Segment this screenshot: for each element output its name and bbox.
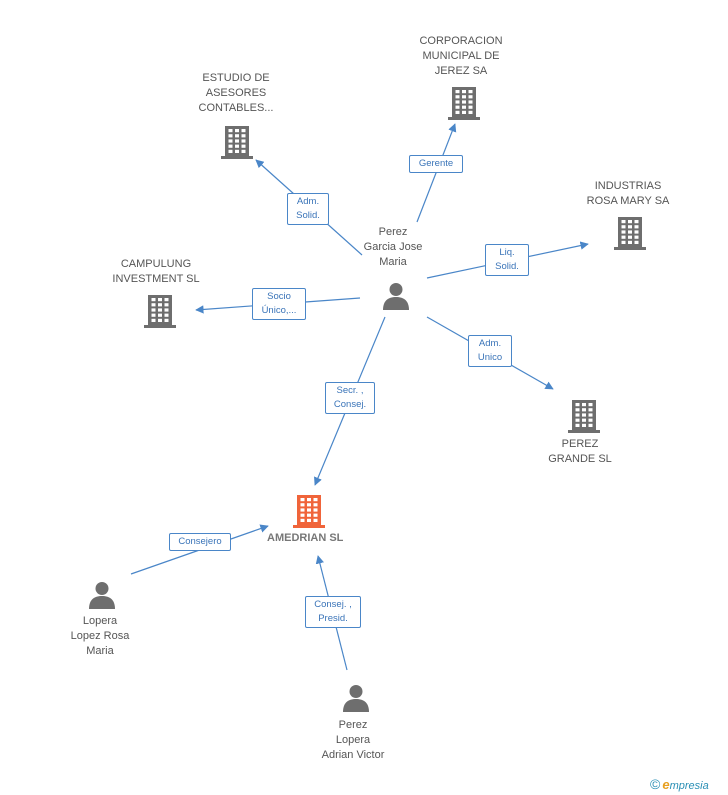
building-icon[interactable] (448, 85, 480, 126)
node-label-campulung[interactable]: CAMPULUNG INVESTMENT SL (112, 258, 200, 285)
building-icon[interactable] (568, 398, 600, 439)
edge-label-gerente[interactable]: Gerente (409, 155, 463, 173)
edge-label-consejero[interactable]: Consejero (169, 533, 231, 551)
person-icon[interactable] (341, 683, 371, 718)
edge-gerente (416, 123, 457, 223)
node-label-industrias[interactable]: INDUSTRIAS ROSA MARY SA (586, 180, 670, 207)
building-icon[interactable] (293, 493, 325, 534)
person-icon[interactable] (381, 281, 411, 316)
node-label-perez-lopera[interactable]: Perez Lopera Adrian Victor (321, 719, 385, 761)
building-icon[interactable] (144, 293, 176, 334)
edge-label-liq-solid[interactable]: Liq. Solid. (485, 244, 529, 276)
empresia-logo[interactable]: ©empresia (650, 776, 709, 792)
node-label-corporacion[interactable]: CORPORACION MUNICIPAL DE JEREZ SA (419, 35, 503, 77)
node-label-perez-grande[interactable]: PEREZ GRANDE SL (548, 438, 612, 465)
edge-label-socio-unico[interactable]: Socio Único,... (252, 288, 306, 320)
edge-label-adm-solid[interactable]: Adm. Solid. (287, 193, 329, 225)
node-label-estudio[interactable]: ESTUDIO DE ASESORES CONTABLES... (198, 72, 274, 114)
node-label-amedrian[interactable]: AMEDRIAN SL (267, 532, 344, 544)
building-icon[interactable] (614, 215, 646, 256)
edge-label-consej-presid[interactable]: Consej. , Presid. (305, 596, 361, 628)
person-icon[interactable] (87, 580, 117, 615)
edge-label-secr-consej[interactable]: Secr. , Consej. (325, 382, 375, 414)
edge-label-adm-unico[interactable]: Adm. Unico (468, 335, 512, 367)
node-label-perez-garcia[interactable]: Perez Garcia Jose Maria (363, 226, 423, 268)
building-icon[interactable] (221, 124, 253, 165)
node-label-lopera-lopez[interactable]: Lopera Lopez Rosa Maria (70, 615, 130, 657)
